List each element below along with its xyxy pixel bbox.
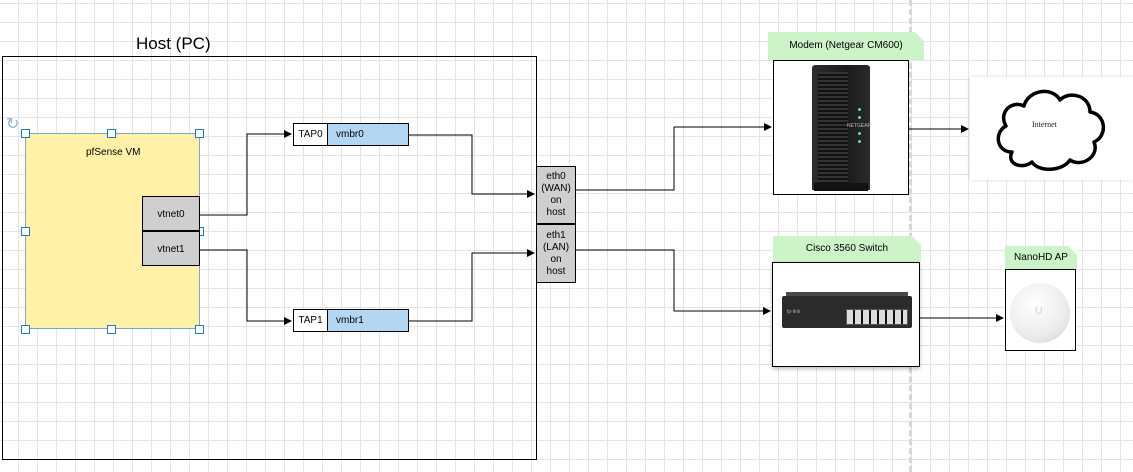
modem-brand-logo: NETGEAR — [847, 123, 872, 129]
vmbr1-box[interactable]: vmbr1 — [327, 309, 409, 332]
selection-handle[interactable] — [195, 129, 204, 138]
switch-top — [786, 292, 908, 298]
selection-handle[interactable] — [21, 129, 30, 138]
vm-label: pfSense VM — [86, 147, 141, 158]
switch-brand-logo: tp-link — [787, 309, 801, 315]
modem-label-tag[interactable]: Modem (Netgear CM600) — [768, 32, 924, 60]
selection-handle[interactable] — [21, 227, 30, 236]
eth0-wan-port[interactable]: eth0 (WAN) on host — [536, 166, 576, 224]
connector-vmbr0-eth0[interactable] — [409, 134, 535, 198]
tag-fold-corner — [915, 32, 924, 41]
connector-vtnet0-tap0[interactable] — [200, 130, 292, 216]
selection-handle[interactable] — [107, 325, 116, 334]
tag-fold-corner — [1068, 246, 1077, 255]
connector-eth0-modem[interactable] — [576, 123, 772, 191]
tag-fold-corner — [912, 236, 921, 245]
modem-led-icon — [858, 108, 861, 111]
modem-led-icon — [858, 116, 861, 119]
ap-label-tag[interactable]: NanoHD AP — [1005, 246, 1077, 270]
eth1-lan-port[interactable]: eth1 (LAN) on host — [536, 224, 576, 283]
internet-label: Internet — [1032, 120, 1057, 129]
selection-handle[interactable] — [195, 325, 204, 334]
connector-eth1-switch[interactable] — [576, 249, 771, 315]
connector-vtnet1-tap1[interactable] — [200, 249, 292, 325]
eth0-label: eth0 (WAN) on host — [541, 171, 571, 218]
switch-ports — [846, 309, 908, 325]
selection-handle[interactable] — [21, 325, 30, 334]
selection-handle[interactable] — [107, 129, 116, 138]
internet-cloud-icon — [996, 89, 1105, 171]
rotate-handle-icon[interactable]: ↻ — [6, 116, 20, 133]
modem-stand — [814, 183, 868, 191]
vmbr0-box[interactable]: vmbr0 — [327, 123, 409, 146]
switch-label-tag[interactable]: Cisco 3560 Switch — [773, 236, 921, 262]
access-point-image — [1010, 283, 1070, 343]
vtnet1-port[interactable]: vtnet1 — [142, 231, 200, 266]
eth1-label: eth1 (LAN) on host — [542, 229, 570, 277]
connector-vmbr1-eth1[interactable] — [409, 249, 535, 322]
modem-led-icon — [858, 132, 861, 135]
host-title: Host (PC) — [136, 34, 211, 53]
ubiquiti-logo-icon: ∪ — [1034, 302, 1044, 317]
modem-grille — [818, 72, 848, 184]
modem-led-icon — [858, 140, 861, 143]
vtnet0-port[interactable]: vtnet0 — [142, 196, 200, 231]
